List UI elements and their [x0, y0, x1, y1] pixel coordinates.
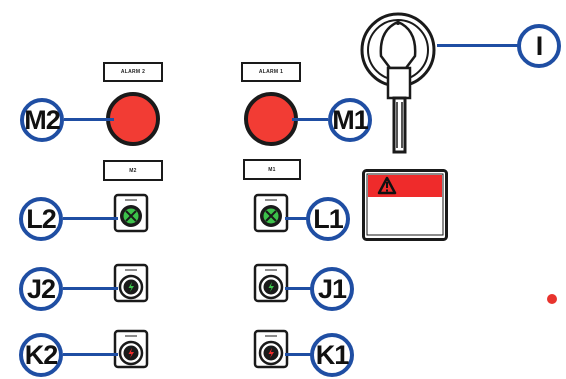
- leader-line-j1: [285, 287, 311, 290]
- leader-line-k1: [285, 353, 311, 356]
- indicator-l2-green[interactable]: [113, 193, 149, 233]
- leader-line-i: [437, 44, 519, 47]
- indicator-l1-green[interactable]: [253, 193, 289, 233]
- warning-label: [362, 169, 448, 241]
- pushbutton-k2[interactable]: [113, 329, 149, 369]
- nameplate-m2: M2: [103, 160, 163, 181]
- callout-l1: L1: [306, 197, 350, 241]
- callout-k2: K2: [19, 333, 63, 377]
- alarm-1-lamp[interactable]: [244, 92, 298, 146]
- pushbutton-j2[interactable]: [113, 263, 149, 303]
- leader-line-k2: [63, 353, 118, 356]
- callout-k1: K1: [310, 333, 354, 377]
- leader-line-l1: [285, 217, 307, 220]
- rotary-selector-switch[interactable]: [357, 6, 443, 156]
- nameplate-m1: M1: [243, 159, 301, 180]
- leader-line-l2: [63, 217, 118, 220]
- red-indicator-dot: [547, 294, 557, 304]
- callout-m2: M2: [20, 98, 64, 142]
- callout-m1: M1: [328, 98, 372, 142]
- callout-l2: L2: [19, 197, 63, 241]
- nameplate-alarm-2: ALARM 2: [103, 62, 163, 82]
- callout-j2: J2: [19, 267, 63, 311]
- pushbutton-k1[interactable]: [253, 329, 289, 369]
- callout-i: I: [517, 24, 561, 68]
- nameplate-alarm-1: ALARM 1: [241, 62, 301, 82]
- leader-line-m1: [292, 118, 328, 121]
- pushbutton-j1[interactable]: [253, 263, 289, 303]
- leader-line-m2: [64, 118, 114, 121]
- leader-line-j2: [63, 287, 118, 290]
- callout-j1: J1: [310, 267, 354, 311]
- alarm-2-lamp[interactable]: [106, 92, 160, 146]
